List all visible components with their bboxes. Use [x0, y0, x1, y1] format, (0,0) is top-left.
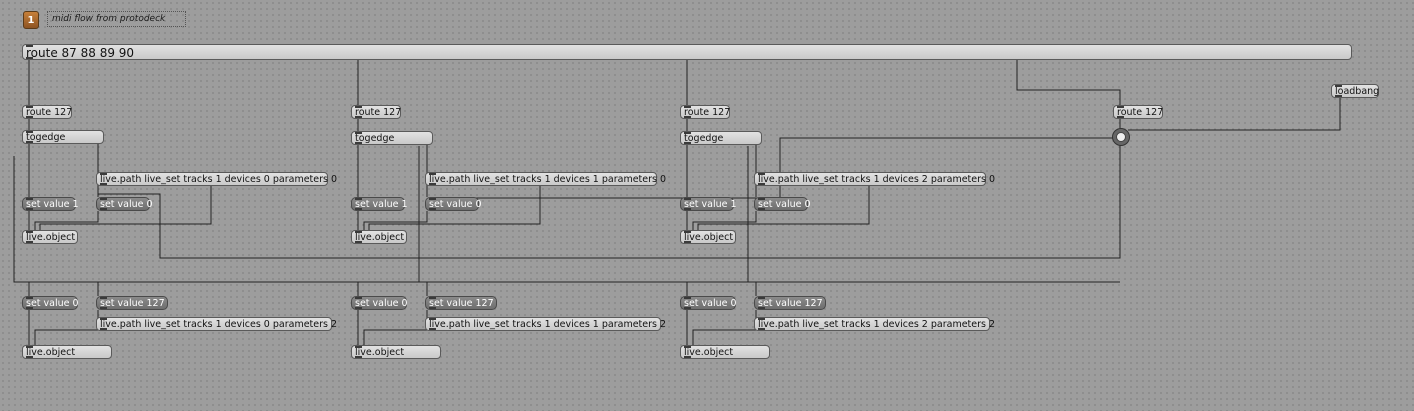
patch-comment: midi flow from protodeck [47, 11, 186, 27]
set-value-0-message[interactable]: set value 0 [754, 197, 811, 211]
patch-cord[interactable] [363, 310, 428, 345]
live-object[interactable]: live.object [22, 345, 112, 359]
route-127-object[interactable]: route 127 [680, 105, 730, 119]
set-value-0-message[interactable]: set value 0 [351, 296, 408, 310]
set-value-0-message[interactable]: set value 0 [96, 197, 153, 211]
bang-button[interactable] [1112, 128, 1130, 146]
live-path-object[interactable]: live.path live_set tracks 1 devices 2 pa… [754, 317, 995, 331]
patch-cord[interactable] [1016, 60, 1121, 105]
live-path-object[interactable]: live.path live_set tracks 1 devices 2 pa… [754, 172, 995, 186]
patch-cord[interactable] [692, 211, 757, 230]
patch-cord[interactable] [470, 137, 1128, 199]
route-127-object[interactable]: route 127 [22, 105, 72, 119]
set-value-1-message[interactable]: set value 1 [22, 197, 79, 211]
set-value-0-message[interactable]: set value 0 [680, 296, 737, 310]
live-object[interactable]: live.object [680, 230, 736, 244]
loadbang-object[interactable]: loadbang [1331, 84, 1379, 98]
live-path-object[interactable]: live.path live_set tracks 1 devices 0 pa… [96, 172, 337, 186]
live-object[interactable]: live.object [22, 230, 78, 244]
live-path-object[interactable]: live.path live_set tracks 1 devices 1 pa… [425, 317, 666, 331]
comment-number-badge: 1 [23, 11, 39, 29]
live-object[interactable]: live.object [680, 345, 770, 359]
route-127-object[interactable]: route 127 [1113, 105, 1163, 119]
live-object[interactable]: live.object [351, 230, 407, 244]
route-127-object[interactable]: route 127 [351, 105, 401, 119]
togedge-object[interactable]: togedge [22, 130, 104, 144]
togedge-object[interactable]: togedge [351, 131, 433, 145]
set-value-127-message[interactable]: set value 127 [425, 296, 497, 310]
patch-cord[interactable] [363, 211, 428, 230]
live-path-object[interactable]: live.path live_set tracks 1 devices 0 pa… [96, 317, 337, 331]
patch-cord[interactable] [34, 211, 99, 230]
set-value-0-message[interactable]: set value 0 [22, 296, 79, 310]
patch-cord[interactable] [692, 310, 757, 345]
set-value-127-message[interactable]: set value 127 [96, 296, 168, 310]
set-value-127-message[interactable]: set value 127 [754, 296, 826, 310]
route-main-object[interactable]: route 87 88 89 90 [22, 44, 1352, 60]
togedge-object[interactable]: togedge [680, 131, 762, 145]
patch-cord[interactable] [34, 310, 99, 345]
set-value-1-message[interactable]: set value 1 [680, 197, 737, 211]
set-value-1-message[interactable]: set value 1 [351, 197, 408, 211]
live-path-object[interactable]: live.path live_set tracks 1 devices 1 pa… [425, 172, 666, 186]
patch-cord[interactable] [97, 146, 1121, 259]
set-value-0-message[interactable]: set value 0 [425, 197, 482, 211]
live-object[interactable]: live.object [351, 345, 441, 359]
